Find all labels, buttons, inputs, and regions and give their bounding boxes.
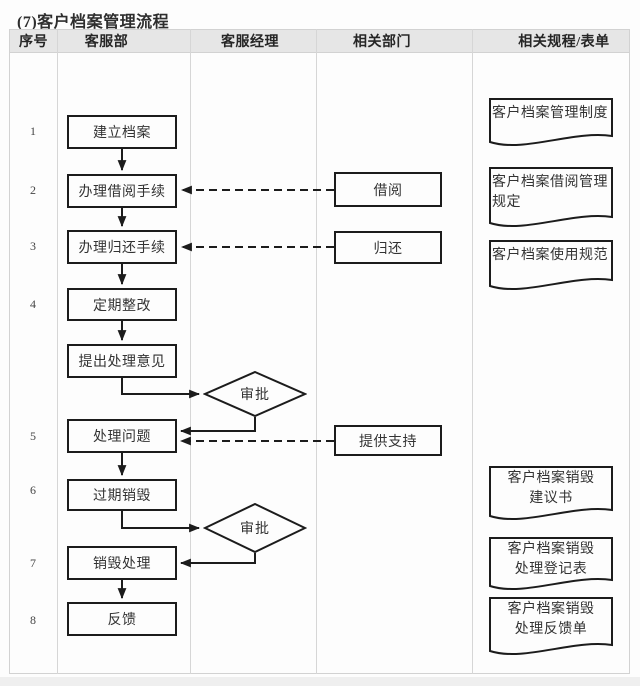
process-box-periodic-rectification: 定期整改 <box>67 288 177 321</box>
bottom-strip <box>0 677 640 686</box>
table-header-row <box>9 29 630 53</box>
row-number-5: 5 <box>30 429 36 443</box>
process-label-return-procedure: 办理归还手续 <box>78 241 166 256</box>
process-box-expired-destruction: 过期销毁 <box>67 479 177 511</box>
row-number-8: 8 <box>30 613 36 627</box>
document-label-destruction-feedback: 客户档案销毁 处理反馈单 <box>507 602 595 637</box>
col-header-cs-manager-label: 客服经理 <box>221 35 279 50</box>
process-label-destruction-handling: 销毁处理 <box>93 557 151 572</box>
process-label-expired-destruction: 过期销毁 <box>93 489 151 504</box>
row-number-1: 1 <box>30 124 36 138</box>
process-box-establish-archive: 建立档案 <box>67 115 177 149</box>
dept-label-support: 提供支持 <box>359 434 417 450</box>
col-header-cs-manager: 客服经理 <box>190 29 316 53</box>
process-box-feedback: 反馈 <box>67 602 177 636</box>
document-management-system-shape <box>489 98 613 146</box>
document-borrow-regulation: 客户档案借阅管理 规定 <box>489 167 613 228</box>
document-usage-standard: 客户档案使用规范 <box>489 240 613 291</box>
document-management-system-outline <box>489 98 613 146</box>
row-number-3: 3 <box>30 239 36 253</box>
col-header-seq-label: 序号 <box>19 35 48 50</box>
column-divider-2 <box>190 29 191 674</box>
document-label-management-system: 客户档案管理制度 <box>492 106 608 121</box>
col-header-rel-dept-label: 相关部门 <box>353 35 411 50</box>
document-borrow-regulation-outline <box>489 167 613 227</box>
process-label-feedback: 反馈 <box>107 613 137 628</box>
document-label-usage-standard: 客户档案使用规范 <box>492 248 608 263</box>
document-borrow-regulation-shape <box>489 167 613 227</box>
row-number-6: 6 <box>30 483 36 497</box>
dept-box-return: 归还 <box>334 231 442 264</box>
process-label-borrow-procedure: 办理借阅手续 <box>78 185 166 200</box>
decision-diamond-approval1-outline <box>203 371 307 417</box>
dept-label-borrow: 借阅 <box>373 183 403 199</box>
row-number-7: 7 <box>30 556 36 570</box>
process-label-propose-opinion: 提出处理意见 <box>78 355 166 370</box>
document-label-destruction-proposal: 客户档案销毁 建议书 <box>507 471 595 506</box>
document-usage-standard-outline <box>489 240 613 290</box>
document-destruction-feedback-outline <box>489 597 613 655</box>
document-destruction-proposal: 客户档案销毁 建议书 <box>489 466 613 521</box>
row-number-2: 2 <box>30 183 36 197</box>
decision-diamond-approval2: 审批 <box>203 503 307 553</box>
process-label-periodic-rectification: 定期整改 <box>93 298 151 314</box>
column-divider-3 <box>316 29 317 674</box>
process-label-establish-archive: 建立档案 <box>93 126 151 141</box>
decision-diamond-approval1-shape <box>203 371 307 417</box>
page-title: (7)客户档案管理流程 <box>17 14 170 31</box>
row-number-4: 4 <box>30 297 36 311</box>
decision-diamond-approval1: 审批 <box>203 371 307 417</box>
decision-label-approval1: 审批 <box>240 388 270 403</box>
col-header-docs: 相关规程/表单 <box>472 29 630 53</box>
process-box-borrow-procedure: 办理借阅手续 <box>67 174 177 208</box>
column-divider-1 <box>57 29 58 674</box>
col-header-rel-dept: 相关部门 <box>316 29 472 53</box>
document-destruction-feedback-shape <box>489 597 613 655</box>
column-divider-4 <box>472 29 473 674</box>
document-destruction-proposal-outline <box>489 466 613 520</box>
dept-label-return: 归还 <box>373 241 403 257</box>
document-label-borrow-regulation: 客户档案借阅管理 规定 <box>492 175 608 210</box>
process-box-propose-opinion: 提出处理意见 <box>67 344 177 378</box>
document-usage-standard-shape <box>489 240 613 290</box>
col-header-cs-dept: 客服部 <box>57 29 190 53</box>
col-header-docs-label: 相关规程/表单 <box>518 35 610 50</box>
process-box-return-procedure: 办理归还手续 <box>67 230 177 264</box>
decision-diamond-approval2-outline <box>203 503 307 553</box>
col-header-cs-dept-label: 客服部 <box>84 35 129 50</box>
dept-box-borrow: 借阅 <box>334 172 442 207</box>
document-management-system: 客户档案管理制度 <box>489 98 613 147</box>
process-label-handle-issue: 处理问题 <box>93 430 151 445</box>
process-box-destruction-handling: 销毁处理 <box>67 546 177 580</box>
document-destruction-register-outline <box>489 537 613 590</box>
document-destruction-register-shape <box>489 537 613 590</box>
decision-label-approval2: 审批 <box>240 522 270 537</box>
document-label-destruction-register: 客户档案销毁 处理登记表 <box>507 542 595 577</box>
col-header-seq: 序号 <box>10 29 57 53</box>
process-box-handle-issue: 处理问题 <box>67 419 177 453</box>
document-destruction-feedback: 客户档案销毁 处理反馈单 <box>489 597 613 656</box>
document-destruction-register: 客户档案销毁 处理登记表 <box>489 537 613 591</box>
document-destruction-proposal-shape <box>489 466 613 520</box>
dept-box-support: 提供支持 <box>334 425 442 456</box>
decision-diamond-approval2-shape <box>203 503 307 553</box>
